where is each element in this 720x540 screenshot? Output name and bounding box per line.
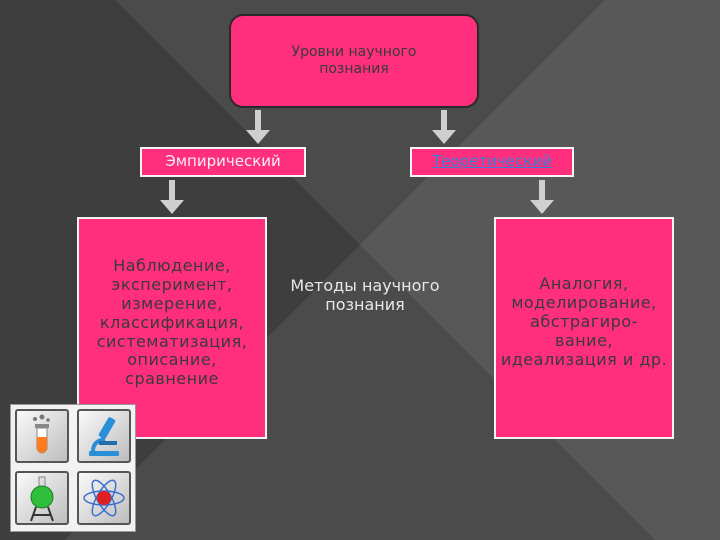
arrow-empirical-to-list bbox=[160, 180, 184, 214]
method-item: вание, bbox=[554, 330, 614, 350]
test-tube-icon bbox=[15, 409, 69, 463]
empirical-methods-node: Наблюдение, эксперимент, измерение, клас… bbox=[77, 217, 267, 439]
arrow-root-to-theoretical bbox=[432, 110, 456, 144]
method-item: измерение, bbox=[121, 293, 223, 313]
empirical-methods-list: Наблюдение, эксперимент, измерение, клас… bbox=[96, 256, 248, 389]
method-item: эксперимент, bbox=[111, 274, 233, 294]
method-item: моделирование, bbox=[511, 292, 657, 312]
method-item: Наблюдение, bbox=[113, 256, 231, 275]
empirical-node: Эмпирический bbox=[140, 147, 306, 177]
method-item: идеализация и др. bbox=[500, 349, 668, 369]
theoretical-methods-list: Аналогия, моделирование, абстрагиро- ван… bbox=[500, 274, 668, 369]
science-icons-panel bbox=[10, 404, 136, 532]
theoretical-node: Теоретический bbox=[410, 147, 574, 177]
method-item: классификация, bbox=[99, 312, 245, 332]
root-node-label: Уровни научного познания bbox=[291, 44, 417, 77]
method-item: описание, bbox=[127, 350, 217, 370]
methods-label: Методы научного познания bbox=[280, 276, 450, 314]
arrow-theoretical-to-list bbox=[530, 180, 554, 214]
methods-label-line: познания bbox=[325, 295, 405, 315]
method-item: Аналогия, bbox=[539, 274, 629, 293]
atom-icon bbox=[77, 471, 131, 525]
root-node: Уровни научного познания bbox=[229, 14, 479, 108]
flask-icon bbox=[15, 471, 69, 525]
microscope-icon bbox=[77, 409, 131, 463]
theoretical-label: Теоретический bbox=[432, 152, 552, 171]
theoretical-methods-node: Аналогия, моделирование, абстрагиро- ван… bbox=[494, 217, 674, 439]
empirical-label: Эмпирический bbox=[165, 152, 281, 171]
arrow-root-to-empirical bbox=[246, 110, 270, 144]
method-item: сравнение bbox=[125, 369, 219, 389]
methods-label-line: Методы научного bbox=[290, 276, 440, 295]
method-item: абстрагиро- bbox=[530, 311, 638, 331]
method-item: систематизация, bbox=[96, 331, 248, 351]
